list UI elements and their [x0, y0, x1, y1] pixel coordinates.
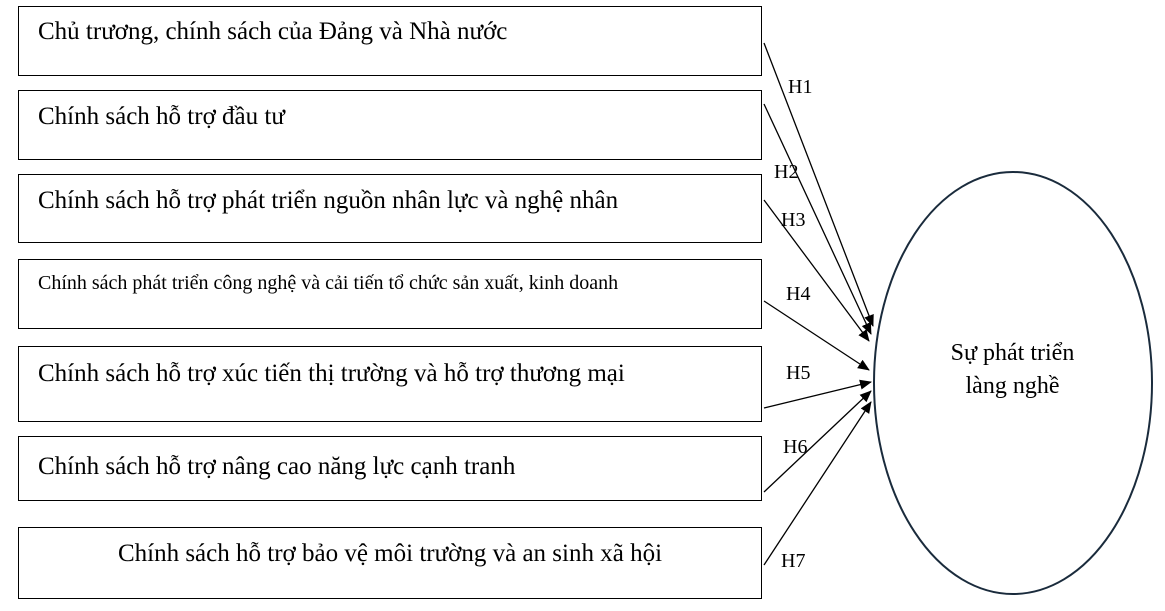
- factor-box-environment-social: Chính sách hỗ trợ bảo vệ môi trường và a…: [18, 527, 762, 599]
- factor-box-market-promotion: Chính sách hỗ trợ xúc tiến thị trường và…: [18, 346, 762, 422]
- factor-label: Chính sách hỗ trợ xúc tiến thị trường và…: [38, 360, 625, 387]
- hypothesis-label-h7: H7: [781, 550, 806, 572]
- hypothesis-label-h6: H6: [783, 436, 808, 458]
- factor-label: Chính sách hỗ trợ nâng cao năng lực cạnh…: [38, 453, 516, 480]
- factor-label: Chính sách hỗ trợ bảo vệ môi trường và a…: [117, 540, 663, 567]
- arrow-h7: [763, 401, 872, 566]
- factor-label: Chủ trương, chính sách của Đảng và Nhà n…: [38, 18, 508, 45]
- hypothesis-label-h5: H5: [786, 362, 811, 384]
- outcome-label: Sự phát triển làng nghề: [915, 337, 1110, 403]
- hypothesis-label-h3: H3: [781, 209, 806, 231]
- factor-label: Chính sách hỗ trợ đầu tư: [38, 103, 285, 130]
- arrow-h4: [763, 300, 870, 371]
- arrow-h1: [763, 42, 874, 327]
- factor-box-human-resources: Chính sách hỗ trợ phát triển nguồn nhân …: [18, 174, 762, 243]
- outcome-ellipse: [873, 171, 1153, 595]
- factor-box-party-state-policy: Chủ trương, chính sách của Đảng và Nhà n…: [18, 6, 762, 76]
- outcome-label-line-2: làng nghề: [965, 373, 1060, 399]
- arrow-h5: [763, 379, 872, 409]
- factor-label: Chính sách hỗ trợ phát triển nguồn nhân …: [38, 187, 619, 214]
- factor-box-investment-support: Chính sách hỗ trợ đầu tư: [18, 90, 762, 160]
- arrow-h3: [763, 199, 870, 342]
- hypothesis-label-h1: H1: [788, 76, 813, 98]
- outcome-label-line-1: Sự phát triển: [950, 340, 1075, 366]
- hypothesis-label-h4: H4: [786, 283, 811, 305]
- factor-label: Chính sách phát triển công nghệ và cải t…: [38, 272, 619, 294]
- hypothesis-label-h2: H2: [774, 161, 799, 183]
- arrow-h2: [763, 103, 872, 335]
- factor-box-technology: Chính sách phát triển công nghệ và cải t…: [18, 259, 762, 329]
- arrow-h6: [763, 390, 872, 493]
- factor-box-competitiveness: Chính sách hỗ trợ nâng cao năng lực cạnh…: [18, 436, 762, 501]
